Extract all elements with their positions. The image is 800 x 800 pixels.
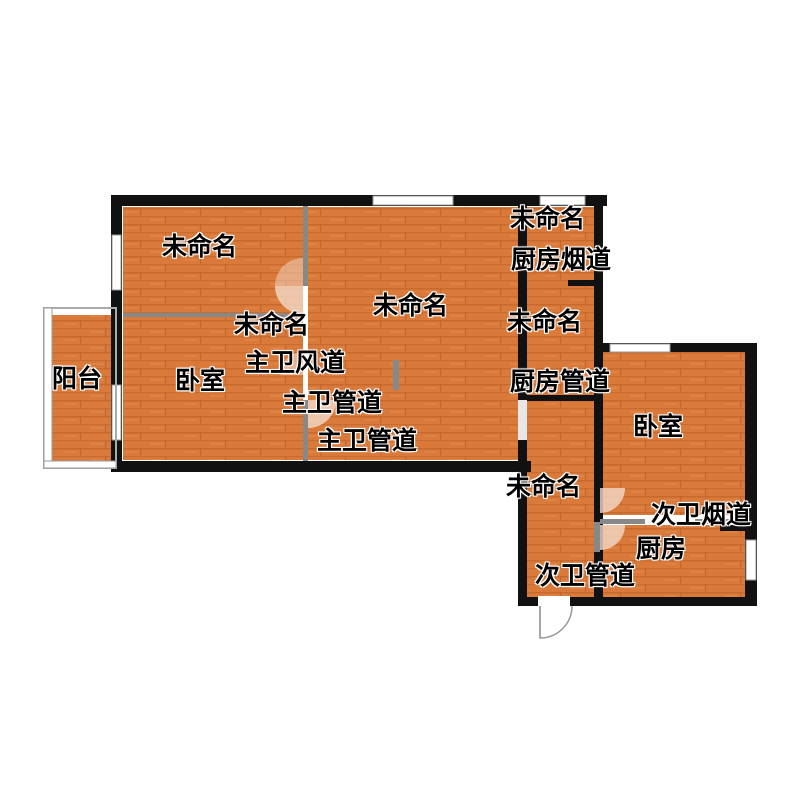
wall-corridor-right xyxy=(594,195,603,605)
balcony-rail-left xyxy=(43,307,53,469)
wall-right-block-bottom xyxy=(518,597,757,606)
partition-top-left xyxy=(123,313,288,317)
label-bedroom-left: 卧室 xyxy=(175,366,226,395)
partition-kitchen xyxy=(600,519,645,524)
room-kitchen-floor xyxy=(600,525,745,598)
door-swing-vent xyxy=(280,352,303,375)
label-master-bath-pipe-2: 主卫管道 xyxy=(317,426,418,455)
label-kitchen-pipe: 厨房管道 xyxy=(510,367,611,396)
label-kitchen-flue: 厨房烟道 xyxy=(511,245,612,274)
wall-bath-flue-box xyxy=(720,525,748,531)
wall-kitchen-pipe-notch xyxy=(527,395,597,401)
label-secondary-bath-pipe: 次卫管道 xyxy=(535,561,636,590)
door-swing-bath-right xyxy=(600,525,625,550)
balcony-floor xyxy=(52,315,115,462)
room-unnamed-top-left-floor xyxy=(123,207,303,315)
label-unnamed-right-low: 未命名 xyxy=(506,472,582,501)
room-bedroom-right-floor xyxy=(600,352,745,515)
label-unnamed-right-top: 未命名 xyxy=(510,204,586,233)
partition-kitchen-right xyxy=(695,519,745,524)
door-swing-center-2 xyxy=(275,258,303,286)
window-top-right xyxy=(539,195,586,206)
door-gap-corridor xyxy=(518,400,527,440)
label-secondary-bath-flue: 次卫烟道 xyxy=(651,500,752,529)
partition-bath-vertical xyxy=(594,522,600,552)
wall-right-block-top xyxy=(594,343,757,352)
wall-bottom-left xyxy=(111,461,531,472)
partition-vertical-left-low xyxy=(303,400,308,461)
floor-areas xyxy=(52,207,745,598)
label-master-bath-pipe-1: 主卫管道 xyxy=(282,388,383,417)
entry-door-gap xyxy=(538,596,570,607)
label-unnamed-center: 未命名 xyxy=(373,291,449,320)
label-balcony: 阳台 xyxy=(52,364,103,393)
label-unnamed-right-mid: 未命名 xyxy=(507,307,583,336)
window-left-upper xyxy=(111,234,122,291)
label-unnamed-corridor: 未命名 xyxy=(234,310,310,339)
door-swing-bath xyxy=(308,400,336,428)
doors xyxy=(275,258,625,639)
room-bedroom-left-floor xyxy=(123,315,303,460)
windows xyxy=(43,195,757,581)
partition-duct xyxy=(393,360,399,390)
wall-flue-notch xyxy=(568,280,598,286)
door-swing-right xyxy=(600,488,625,513)
window-top-center xyxy=(372,195,454,206)
wall-top xyxy=(111,195,607,206)
partition-vertical-left xyxy=(303,206,308,286)
window-right-block-top xyxy=(609,343,671,353)
label-master-bath-vent: 主卫风道 xyxy=(245,348,346,377)
label-kitchen: 厨房 xyxy=(636,534,687,563)
door-swing-center xyxy=(275,286,303,314)
window-right-block-side xyxy=(745,539,757,581)
balcony-rail-bottom xyxy=(43,460,117,469)
room-corridor-right-floor xyxy=(527,207,594,597)
entry-door-swing xyxy=(539,605,573,639)
label-unnamed-top-left: 未命名 xyxy=(162,232,238,261)
label-bedroom-right: 卧室 xyxy=(633,412,684,441)
room-center-floor xyxy=(308,207,518,460)
